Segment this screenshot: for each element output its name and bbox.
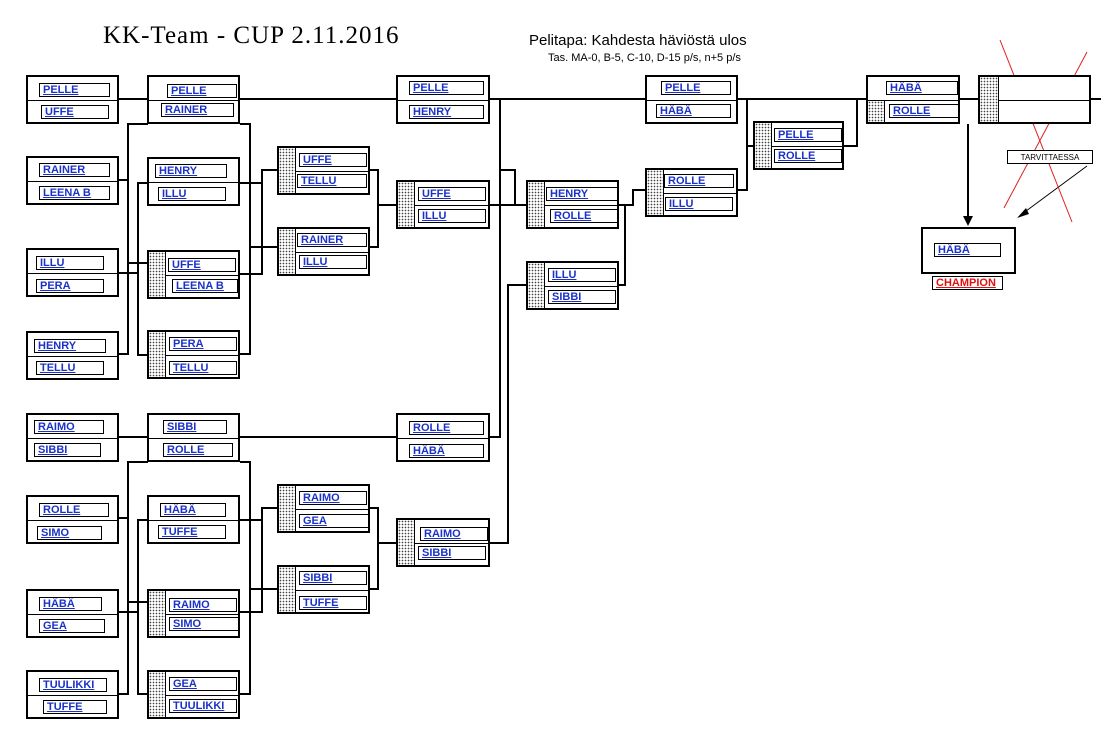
player-slot: HÄBÄ [39, 597, 102, 611]
match-box-m17: UFFE TELLU [277, 146, 370, 195]
player-slot: RAIMO [34, 420, 104, 434]
player-slot: PELLE [39, 83, 110, 97]
match-box-m7: HÄBÄ GEA [26, 589, 119, 638]
player-slot: RAINER [161, 103, 234, 117]
player-slot: ILLU [299, 255, 367, 269]
player-slot: GEA [299, 514, 369, 528]
player-slot: SIBBI [163, 420, 227, 434]
player-slot: TUFFE [299, 596, 367, 610]
player-slot: HENRY [155, 164, 227, 178]
player-slot: RAIMO [420, 527, 488, 541]
player-slot: TELLU [36, 361, 104, 375]
match-box-m4: HENRY TELLU [26, 331, 119, 380]
player-slot: ROLLE [163, 443, 233, 457]
match-box-m3: ILLU PERA [26, 248, 119, 297]
player-slot: RAINER [39, 163, 110, 177]
player-slot: LEENA B [39, 186, 110, 200]
player-slot: UFFE [299, 153, 367, 167]
player-slot: ROLLE [664, 174, 734, 188]
player-slot: SIBBI [418, 546, 486, 560]
match-box-m8: TUULIKKI TUFFE [26, 670, 119, 719]
player-slot: GEA [169, 677, 237, 691]
player-slot: ILLU [418, 209, 486, 223]
match-box-m28: ROLLE ILLU [645, 168, 738, 217]
player-slot: TELLU [297, 174, 367, 188]
match-box-m20: SIBBI TUFFE [277, 565, 370, 614]
player-slot: SIBBI [299, 571, 367, 585]
match-box-m27: PELLE HÄBÄ [645, 75, 738, 124]
player-slot: ROLLE [550, 209, 618, 223]
match-box-m12: PERA TELLU [147, 330, 240, 379]
if-needed-note: TARVITTAESSA [1007, 150, 1093, 164]
player-slot: ROLLE [889, 104, 959, 118]
player-slot: HÄBÄ [160, 503, 226, 517]
player-slot: RAINER [297, 233, 367, 247]
player-slot: HÄBÄ [656, 104, 731, 118]
player-slot: TELLU [169, 361, 237, 375]
match-box-m25: HENRY ROLLE [526, 180, 619, 229]
player-slot: ROLLE [774, 149, 842, 163]
match-box-m2: RAINER LEENA B [26, 156, 119, 205]
match-box-m23: ROLLE HÄBÄ [396, 413, 490, 462]
player-slot: HÄBÄ [409, 444, 484, 458]
player-slot: ILLU [158, 187, 226, 201]
match-box-m18: RAINER ILLU [277, 227, 370, 276]
match-box-m26: ILLU SIBBI [526, 261, 619, 310]
player-slot: HENRY [34, 339, 106, 353]
match-box-m9: PELLE RAINER [147, 75, 240, 124]
page-title: KK-Team - CUP 2.11.2016 [103, 22, 400, 49]
player-slot: PELLE [409, 81, 484, 95]
champion-box: HÄBÄ [921, 227, 1016, 274]
player-slot: TUFFE [158, 525, 226, 539]
player-slot: RAIMO [299, 491, 367, 505]
player-slot: HENRY [409, 105, 484, 119]
player-slot: SIMO [169, 617, 239, 631]
player-slot: HENRY [546, 187, 618, 201]
match-box-m10: HENRY ILLU [147, 157, 240, 206]
player-slot: SIBBI [34, 443, 101, 457]
match-box-m11: UFFE LEENA B [147, 250, 240, 299]
game-format: Pelitapa: Kahdesta häviöstä ulos [529, 32, 747, 49]
player-slot: SIBBI [548, 290, 616, 304]
player-slot: PELLE [774, 128, 842, 142]
match-box-m13: SIBBI ROLLE [147, 413, 240, 462]
player-slot: ROLLE [409, 421, 484, 435]
player-slot: PELLE [167, 84, 237, 98]
match-box-m19: RAIMO GEA [277, 484, 370, 533]
match-box-m30: HÄBÄ ROLLE [866, 75, 960, 124]
match-box-m22: UFFE ILLU [396, 180, 490, 229]
player-slot: PERA [36, 279, 104, 293]
player-slot: ILLU [36, 256, 104, 270]
match-box-m29: PELLE ROLLE [753, 121, 844, 170]
player-slot: LEENA B [172, 279, 238, 293]
player-slot: ILLU [548, 268, 616, 282]
match-box-m15: RAIMO SIMO [147, 589, 240, 638]
player-slot: GEA [39, 619, 105, 633]
match-box-m21: PELLE HENRY [396, 75, 490, 124]
match-box-m5: RAIMO SIBBI [26, 413, 119, 462]
player-slot: HÄBÄ [886, 81, 958, 95]
player-slot: TUULIKKI [39, 678, 107, 692]
match-box-m16: GEA TUULIKKI [147, 670, 240, 719]
handicap-rules: Tas. MA-0, B-5, C-10, D-15 p/s, n+5 p/s [548, 52, 741, 64]
player-slot: PERA [169, 337, 237, 351]
player-slot: RAIMO [169, 598, 237, 612]
player-slot: ILLU [665, 197, 733, 211]
match-box-m1: PELLE UFFE [26, 75, 119, 124]
match-box-m6: ROLLE SIMO [26, 495, 119, 544]
player-slot: UFFE [168, 258, 236, 272]
player-slot: ROLLE [39, 503, 109, 517]
player-slot: SIMO [37, 526, 102, 540]
match-box-m14: HÄBÄ TUFFE [147, 495, 240, 544]
player-slot: TUFFE [43, 700, 107, 714]
match-box-m31-final [978, 75, 1091, 124]
match-box-m24: RAIMO SIBBI [396, 518, 490, 567]
champion-label: CHAMPION [932, 276, 1003, 290]
player-slot: UFFE [41, 105, 109, 119]
champion-name: HÄBÄ [934, 243, 1001, 257]
player-slot: PELLE [661, 81, 731, 95]
player-slot: UFFE [418, 187, 486, 201]
player-slot: TUULIKKI [169, 699, 237, 713]
